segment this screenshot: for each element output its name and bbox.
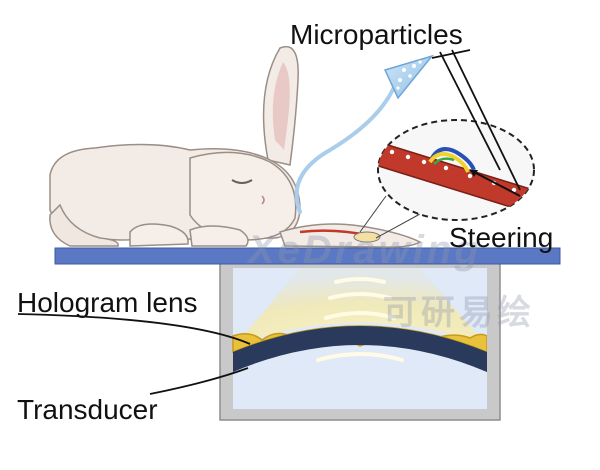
label-microparticles: Microparticles — [290, 19, 463, 50]
microparticle-syringe — [294, 54, 435, 214]
zoom-inset — [377, 119, 535, 221]
blood-vessel — [378, 138, 534, 218]
label-steering: Steering — [449, 222, 554, 253]
table-platform — [54, 247, 561, 265]
target-spot — [353, 231, 381, 243]
steering-arrow — [469, 169, 521, 197]
rabbit-eye — [231, 179, 253, 184]
ultrasound-beam — [236, 268, 486, 345]
leader-lines — [17, 49, 521, 395]
zoom-connector — [359, 195, 421, 239]
watermark-latin: XeDrawing — [248, 228, 482, 272]
catheter-tube — [294, 83, 397, 214]
label-transducer: Transducer — [17, 394, 158, 425]
transducer — [233, 326, 487, 372]
watermark-chinese: 可研易绘 — [383, 293, 535, 333]
water-tank — [219, 261, 501, 421]
label-hologram-lens: Hologram lens — [17, 287, 198, 318]
rabbit-illustration — [49, 46, 422, 248]
